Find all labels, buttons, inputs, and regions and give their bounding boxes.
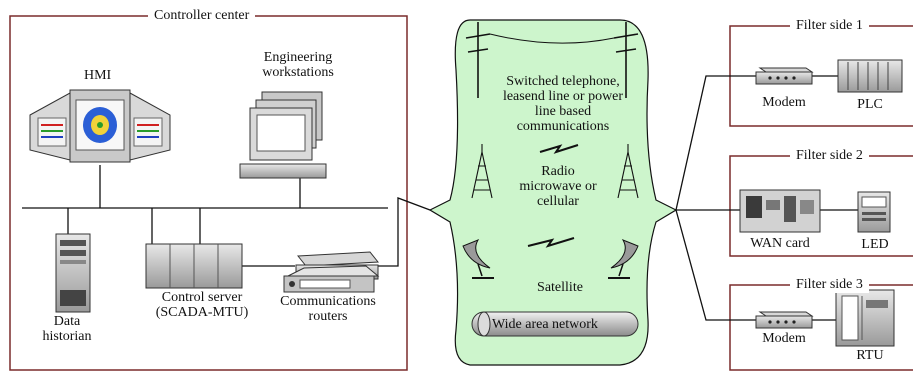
connection-lines — [22, 75, 858, 321]
filter-side-3-title: Filter side 3 — [790, 277, 869, 293]
wide-area-network-label: Wide area network — [492, 317, 598, 332]
data-historian-icon — [55, 233, 91, 313]
filter-side-3-modem-label: Modem — [762, 331, 806, 346]
filter-side-1-modem-label: Modem — [762, 95, 806, 110]
modem-icon-site-3 — [755, 311, 814, 329]
filter-side-1-plc-label: PLC — [857, 97, 883, 112]
radio-microwave-label: Radio microwave or cellular — [519, 164, 597, 209]
controller-center-title: Controller center — [148, 8, 256, 24]
satellite-dish-icons — [462, 237, 639, 279]
filter-side-2-title: Filter side 2 — [790, 148, 869, 164]
rtu-icon — [835, 289, 895, 347]
router-wan-link — [378, 197, 431, 267]
power-line-pole-icons — [465, 22, 639, 98]
communications-routers-label: Communications routers — [280, 294, 376, 324]
filter-side-3-rtu-label: RTU — [856, 348, 884, 363]
hmi-icon — [29, 89, 171, 163]
wan-card-icon — [739, 189, 821, 233]
filter-side-2-led-label: LED — [861, 237, 889, 252]
control-server-label: Control server (SCADA-MTU) — [155, 290, 249, 320]
filter-side-2-wan-card-label: WAN card — [750, 236, 810, 251]
wan-pipe-icon — [471, 311, 639, 337]
communications-router-icon — [283, 251, 380, 293]
switched-communications-label: Switched telephone, leasend line or powe… — [502, 74, 624, 134]
wan-site3-link — [675, 209, 756, 321]
satellite-label: Satellite — [537, 280, 583, 295]
wan-site1-link — [675, 75, 756, 211]
filter-side-1-title: Filter side 1 — [790, 18, 869, 34]
modem-icon-site-1 — [755, 67, 814, 85]
led-device-icon — [857, 191, 891, 233]
data-historian-label: Data historian — [42, 314, 92, 344]
plc-icon — [837, 59, 903, 93]
hmi-label: HMI — [84, 68, 112, 83]
control-server-icon — [145, 243, 243, 289]
engineering-workstation-icon — [239, 91, 327, 179]
radio-tower-icons — [471, 144, 639, 199]
engineering-workstations-label: Engineering workstations — [262, 50, 334, 80]
